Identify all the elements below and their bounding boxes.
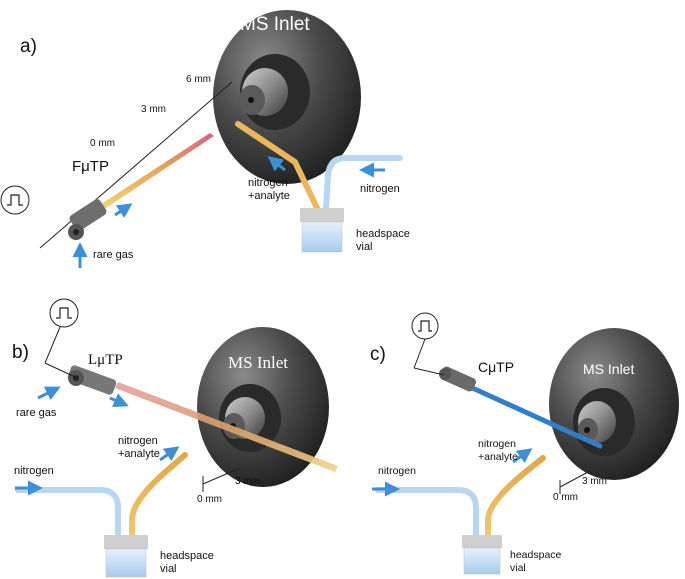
dist-0mm-c: 0 mm — [553, 492, 578, 503]
flow-arrow-icon — [114, 203, 133, 218]
flow-arrow-icon — [37, 386, 61, 401]
panel-b: b) MS Inlet LμTP rare gas — [12, 298, 338, 578]
pulse-icon — [49, 298, 79, 328]
headspace-vial-a — [300, 208, 344, 253]
lmtp-source — [67, 365, 117, 395]
rare-gas-label-a: rare gas — [93, 249, 134, 261]
ms-inlet-a: MS Inlet — [213, 10, 361, 184]
source-label-a: FμTP — [72, 158, 109, 175]
inlet-orifice — [248, 97, 254, 103]
dist-3mm-b: 3 mm — [235, 476, 260, 487]
panel-a-letter: a) — [20, 36, 37, 57]
ms-inlet-b: MS Inlet — [197, 327, 329, 487]
vial-label-c-1: headspace — [510, 549, 562, 561]
transfer-tube-c — [485, 455, 546, 538]
nitrogen-analyte-b-2: +analyte — [118, 448, 160, 460]
flow-arrow-icon — [109, 393, 129, 408]
cmtp-source — [439, 366, 477, 392]
nitrogen-tube-a — [323, 155, 403, 211]
flow-arrow-icon — [267, 156, 286, 172]
vial-label-b-2: vial — [160, 563, 177, 575]
nitrogen-analyte-c-2: +analyte — [478, 451, 518, 463]
nitrogen-tube-b — [15, 487, 121, 538]
rare-gas-label-b: rare gas — [16, 407, 57, 419]
headspace-vial-b — [104, 535, 148, 578]
source-label-c: CμTP — [478, 359, 514, 375]
vial-label-a-1: headspace — [356, 228, 410, 240]
source-body — [69, 199, 107, 231]
vial-label-a-2: vial — [356, 241, 373, 253]
pulse-icon — [0, 185, 30, 215]
nitrogen-analyte-b-1: nitrogen — [118, 435, 158, 447]
dist-0mm-b: 0 mm — [197, 494, 222, 505]
panel-c: c) MS Inlet CμTP 3 mm 0 mm — [370, 312, 679, 575]
capillary-c — [465, 383, 603, 449]
nitrogen-label-c: nitrogen — [378, 465, 416, 477]
headspace-vial-c — [462, 535, 502, 575]
fmtp-source — [68, 199, 107, 240]
ms-inlet-c: MS Inlet — [549, 328, 679, 480]
plasma-jet-b — [115, 382, 338, 472]
nitrogen-analyte-a-2: +analyte — [248, 190, 290, 202]
vial-label-b-1: headspace — [160, 550, 214, 562]
inlet-label-a: MS Inlet — [240, 14, 310, 35]
nitrogen-analyte-a-1: nitrogen — [248, 177, 288, 189]
panel-c-letter: c) — [370, 344, 386, 365]
plasma-jet-a — [95, 133, 214, 212]
inlet-label-c: MS Inlet — [583, 361, 634, 377]
transfer-tube-b — [129, 452, 188, 538]
dist-3mm-a: 3 mm — [141, 104, 166, 115]
pulse-icon — [411, 312, 439, 340]
dist-6mm-a: 6 mm — [186, 74, 211, 85]
nitrogen-label-a: nitrogen — [360, 183, 400, 195]
source-label-b: LμTP — [88, 352, 123, 368]
dist-0mm-a: 0 mm — [90, 138, 115, 149]
flow-arrow-icon — [512, 448, 533, 464]
inlet-label-b: MS Inlet — [228, 353, 288, 372]
nitrogen-label-b: nitrogen — [14, 465, 54, 477]
transfer-tube-a — [235, 121, 321, 213]
panel-a: a) MS Inlet 6 mm 3 mm 0 mm FμTP — [0, 10, 410, 268]
dist-3mm-c: 3 mm — [582, 476, 607, 487]
vial-label-c-2: vial — [510, 562, 526, 574]
nitrogen-analyte-c-1: nitrogen — [478, 438, 516, 450]
nitrogen-tube-c — [375, 487, 479, 538]
panel-b-letter: b) — [12, 342, 29, 363]
distance-axis-a — [39, 81, 233, 249]
flow-arrow-icon — [159, 446, 180, 462]
